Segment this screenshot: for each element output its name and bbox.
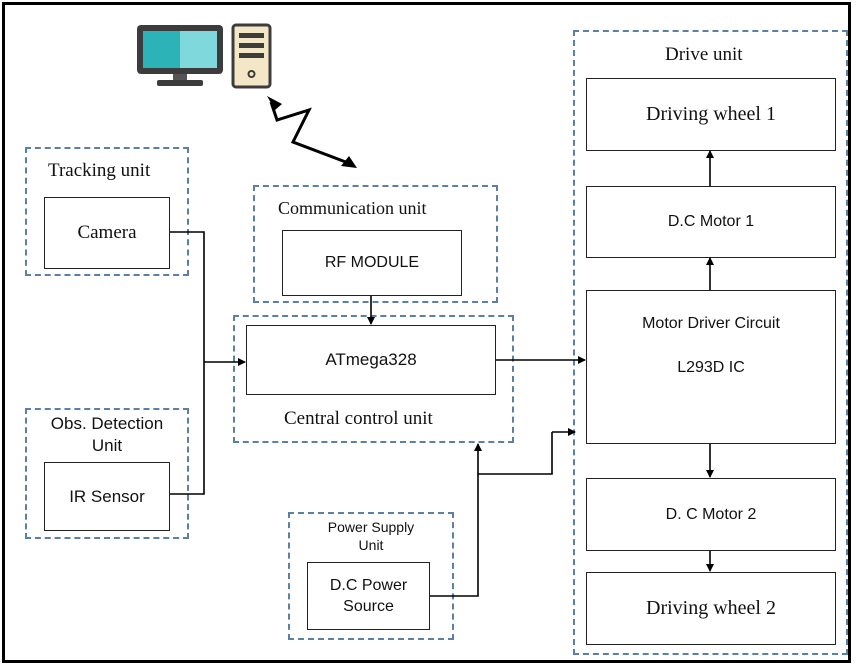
wireless-link-icon [267, 96, 357, 168]
obstacle-detection-label: Obs. Detection Unit [30, 413, 184, 457]
power-supply-label: Power Supply Unit [292, 518, 450, 554]
tracking-unit-group [25, 147, 189, 276]
obstacle-detection-label-line1: Obs. Detection [50, 414, 164, 433]
atmega328-block: ATmega328 [246, 325, 496, 395]
dc-power-source-line1: D.C Power [329, 577, 408, 594]
computer-icon [137, 23, 272, 89]
camera-block: Camera [44, 197, 170, 269]
central-control-group [233, 315, 514, 443]
dc-motor-2-block: D. C Motor 2 [586, 478, 836, 551]
motor-driver-block: Motor Driver Circuit L293D IC [586, 290, 836, 444]
dc-power-source-line2: Source [343, 598, 394, 615]
motor-driver-ic: L293D IC [677, 359, 745, 376]
dc-motor-1-block: D.C Motor 1 [586, 186, 836, 258]
motor-driver-title: Motor Driver Circuit [642, 315, 780, 332]
driving-wheel-1-block: Driving wheel 1 [586, 78, 836, 151]
power-supply-label-line2: Unit [358, 537, 384, 553]
obstacle-detection-label-line2: Unit [91, 436, 123, 455]
rf-module-block: RF MODULE [282, 230, 462, 296]
communication-unit-label: Communication unit [278, 198, 427, 218]
drive-unit-group [573, 30, 848, 655]
central-control-label: Central control unit [284, 408, 433, 429]
driving-wheel-2-block: Driving wheel 2 [586, 572, 836, 645]
power-supply-label-line1: Power Supply [327, 519, 415, 535]
tracking-unit-label: Tracking unit [48, 160, 151, 181]
drive-unit-label: Drive unit [665, 44, 743, 65]
ir-sensor-block: IR Sensor [44, 462, 170, 531]
communication-unit-group [253, 185, 498, 303]
dc-power-source-block: D.C Power Source [307, 562, 430, 630]
